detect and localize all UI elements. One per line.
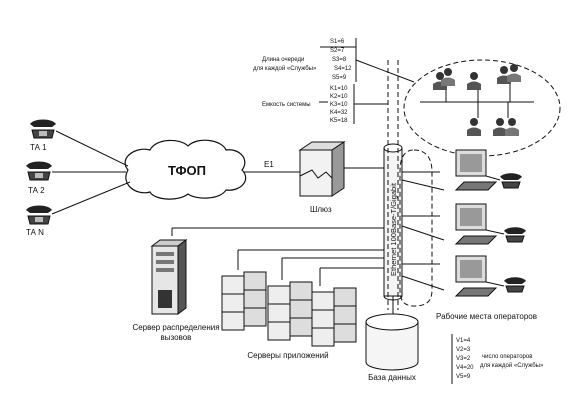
telephone-icon	[504, 227, 526, 243]
app-server-rack-1	[221, 271, 267, 331]
workstation-2	[401, 203, 526, 245]
queue-value: S3=8	[332, 57, 347, 63]
capacity-caption: Емкость системы	[262, 102, 311, 108]
services-ellipse	[403, 59, 561, 157]
operators-block: V1=4 V2=3 V3=2 V4=20 V5=9 число оператор…	[451, 334, 544, 384]
phone-label: ТА 2	[28, 186, 45, 195]
telephone-icon	[504, 277, 526, 293]
phone-set-1: ТА 1	[30, 119, 56, 152]
keyboard-icon	[454, 235, 498, 245]
operators-value: V1=4	[456, 338, 471, 344]
bus-label: Ethernet 100Base-T/Gigabit	[389, 182, 398, 276]
gateway-lightning-icon	[299, 169, 333, 179]
telephone-icon	[26, 205, 52, 225]
gateway: Шлюз	[298, 141, 346, 214]
ethernet-bus: Ethernet 100Base-T/Gigabit	[383, 143, 403, 301]
users-icon	[467, 72, 481, 90]
users-icon	[493, 118, 519, 136]
queue-value: S5=9	[332, 75, 347, 81]
operators-value: V3=2	[456, 356, 471, 362]
telephone-icon	[26, 161, 52, 181]
queue-value: S2=7	[330, 48, 345, 54]
queue-caption-line1: Длина очереди	[262, 57, 304, 63]
telephone-icon	[30, 119, 56, 139]
capacity-value: K2=10	[330, 94, 348, 100]
operators-caption-line1: число операторов	[482, 354, 532, 360]
app-server-links	[237, 249, 384, 286]
phone-label: ТА N	[26, 228, 44, 237]
phone-set-n: ТА N	[26, 205, 52, 237]
pstn-cloud: ТФОП	[124, 139, 247, 200]
workstations-label: Рабочие места операторов	[436, 312, 537, 321]
call-distribution-server	[150, 239, 188, 315]
operators-value: V2=3	[456, 347, 471, 353]
telephone-icon	[500, 173, 522, 189]
phone-label: ТА 1	[30, 143, 47, 152]
call-server-label-line2: вызовов	[161, 333, 192, 342]
pstn-label: ТФОП	[168, 163, 206, 178]
workstations-dash	[399, 149, 433, 307]
queue-pointer	[355, 59, 415, 83]
app-server-rack-2	[267, 281, 313, 341]
phone-set-2: ТА 2	[26, 161, 52, 195]
users-icon	[467, 118, 481, 136]
users-icon	[497, 64, 521, 84]
capacity-value: K4=32	[330, 110, 348, 116]
workstation-3	[401, 255, 526, 297]
services-group	[403, 59, 561, 157]
operators-value: V4=20	[456, 365, 474, 371]
keyboard-icon	[454, 287, 498, 297]
operators-caption-line2: для каждой «Службы»	[480, 362, 544, 369]
capacity-value: K5=18	[330, 118, 348, 124]
capacity-value: K1=10	[330, 86, 348, 92]
database-label: База данных	[368, 373, 416, 382]
database-cylinder	[365, 313, 419, 371]
app-server-rack-3	[311, 287, 357, 347]
capacity-block: K1=10 K2=10 K3=10 K4=32 K5=18 Емкость си…	[262, 84, 388, 124]
call-server-label-line1: Сервер распределения	[132, 323, 219, 332]
queue-caption-line2: для каждой «Службы»	[253, 65, 317, 72]
queue-value: S4=12	[334, 66, 352, 72]
users-icon	[433, 68, 455, 90]
gateway-label: Шлюз	[310, 205, 332, 214]
app-servers-label: Серверы приложений	[247, 351, 328, 360]
keyboard-icon	[454, 181, 498, 191]
e1-label: E1	[264, 160, 274, 169]
capacity-value: K3=10	[330, 102, 348, 108]
phone-links	[51, 130, 131, 215]
queue-value: S1=6	[330, 39, 345, 45]
queue-block: S1=6 S2=7 S3=8 S4=12 S5=9 Длина очереди …	[253, 38, 415, 83]
operators-value: V5=9	[456, 374, 471, 380]
workstation-1	[401, 149, 522, 191]
